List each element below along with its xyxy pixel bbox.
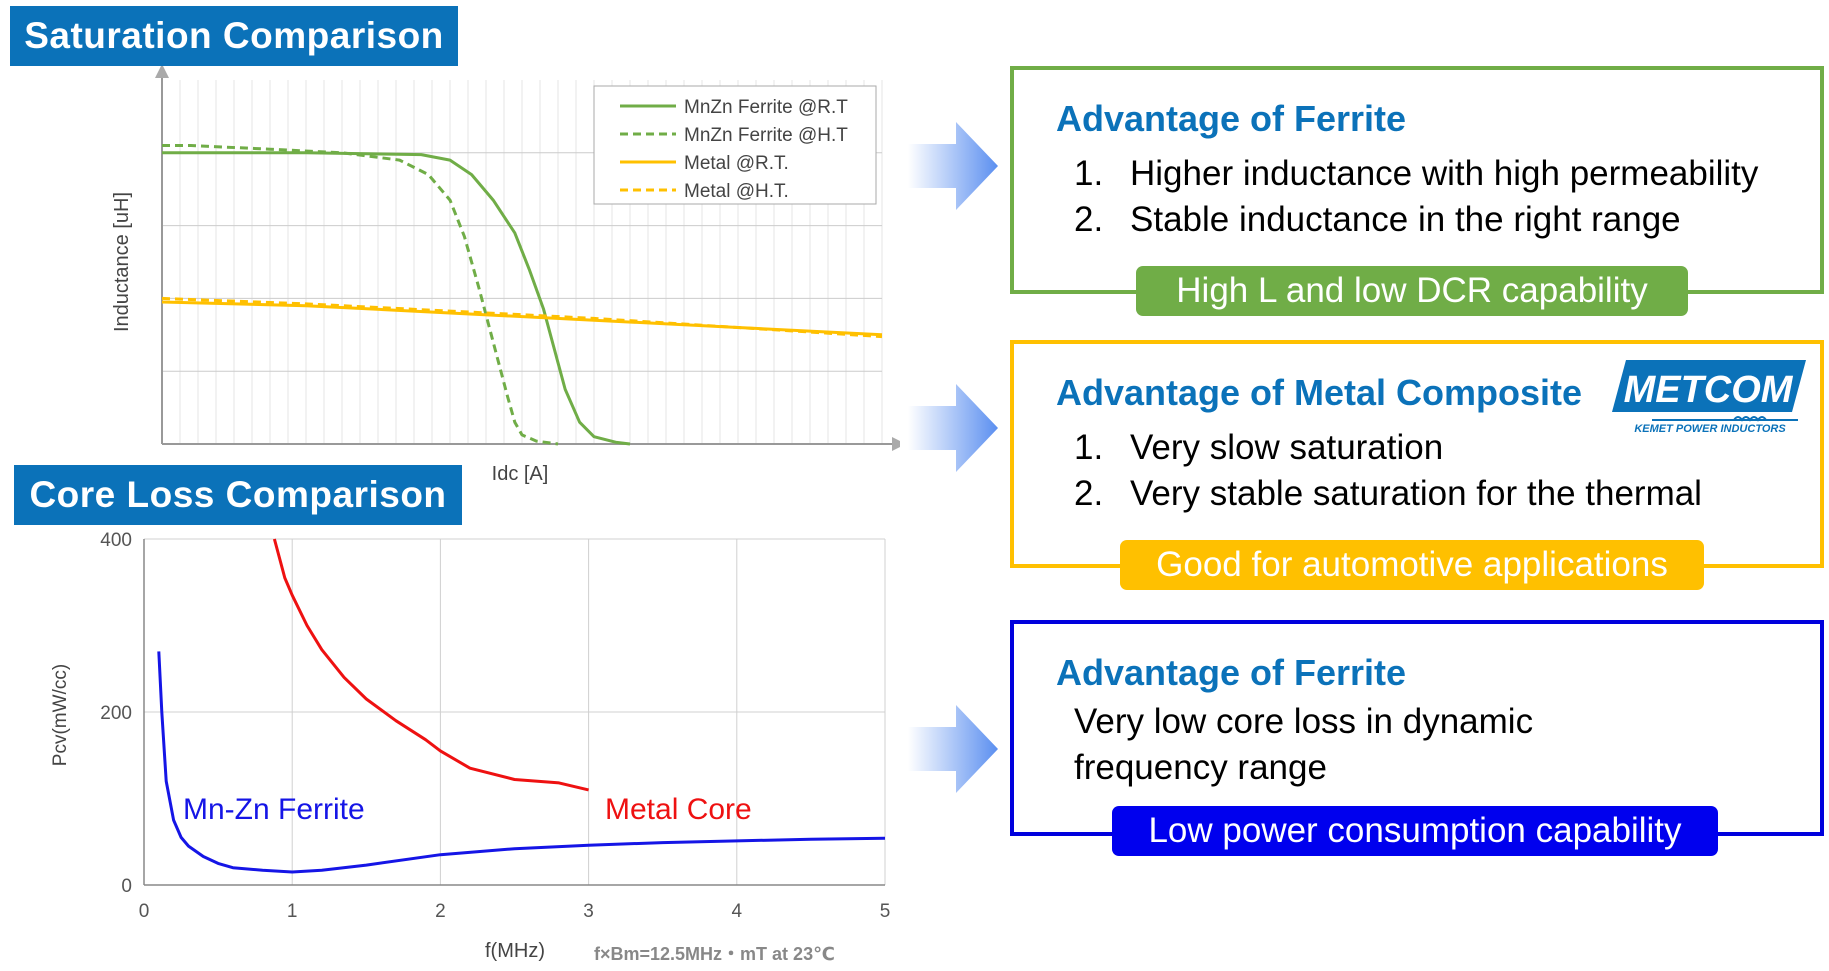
core-loss-ticks: 0 1 2 3 4 5 0 200 400 bbox=[100, 530, 890, 922]
core-loss-x-label: f(MHz) bbox=[485, 940, 545, 962]
core-loss-chart: 0 1 2 3 4 5 0 200 400 Mn-Zn Ferrite Metal Core f… bbox=[50, 530, 890, 964]
list-number: 2. bbox=[1074, 474, 1104, 513]
saturation-legend: MnZn Ferrite @R.T MnZn Ferrite @H.T Metal … bbox=[593, 85, 877, 205]
box-line: 2. Stable inductance in the right range bbox=[1074, 200, 1681, 240]
core-loss-note: f×Bm=12.5MHz・mT at 23℃ bbox=[594, 944, 835, 964]
core-loss-grid bbox=[143, 538, 886, 886]
core-loss-title: Core Loss Comparison bbox=[14, 465, 462, 525]
legend-label: MnZn Ferrite @H.T bbox=[684, 125, 848, 146]
logo-text: METCOM bbox=[1624, 369, 1794, 411]
ferrite-low-power-banner: Low power consumption capability bbox=[1112, 806, 1718, 856]
list-text: Very slow saturation bbox=[1130, 428, 1444, 467]
legend-label: Metal @R.T. bbox=[684, 153, 789, 174]
x-tick-label: 5 bbox=[880, 901, 891, 922]
box-line: 2. Very stable saturation for the thermal bbox=[1074, 474, 1702, 514]
ferrite-banner: High L and low DCR capability bbox=[1136, 266, 1688, 316]
saturation-axes bbox=[155, 66, 900, 451]
x-tick-label: 3 bbox=[583, 901, 594, 922]
box-line: frequency range bbox=[1074, 748, 1327, 787]
y-axis-arrow-icon bbox=[155, 66, 169, 78]
series-line bbox=[162, 151, 631, 446]
metcom-logo: METCOM KEMET POWER INDUCTORS bbox=[1612, 360, 1806, 432]
ferrite-core-loss-box: Advantage of Ferrite Very low core loss … bbox=[1010, 620, 1824, 836]
ferrite-advantage-box: Advantage of Ferrite 1. Higher inductance… bbox=[1010, 66, 1824, 294]
core-loss-y-label: Pcv(mW/cc) bbox=[50, 664, 71, 766]
metal-curve-label: Metal Core bbox=[605, 793, 752, 826]
box-line: Very low core loss in dynamic bbox=[1074, 702, 1534, 741]
legend-label: MnZn Ferrite @R.T bbox=[684, 97, 848, 118]
legend-label: Metal @H.T. bbox=[684, 181, 789, 202]
arrow-right-icon bbox=[908, 705, 998, 793]
saturation-y-label: Inductance [uH] bbox=[111, 192, 133, 332]
box-title: Advantage of Ferrite bbox=[1056, 652, 1407, 693]
series-line bbox=[161, 296, 883, 339]
box-title: Advantage of Metal Composite bbox=[1056, 372, 1583, 413]
list-number: 1. bbox=[1074, 428, 1104, 467]
box-title: Advantage of Ferrite bbox=[1056, 98, 1407, 139]
series-line bbox=[157, 651, 886, 874]
list-text: Higher inductance with high permeability bbox=[1130, 154, 1759, 193]
y-tick-label: 400 bbox=[100, 530, 132, 551]
core-loss-lines bbox=[157, 538, 886, 874]
series-line bbox=[162, 144, 559, 446]
list-text: Very stable saturation for the thermal bbox=[1130, 474, 1702, 513]
box-line: 1. Higher inductance with high permeabili… bbox=[1074, 154, 1758, 194]
y-tick-label: 200 bbox=[100, 703, 132, 724]
list-number: 2. bbox=[1074, 200, 1104, 239]
logo-subtext: KEMET POWER INDUCTORS bbox=[1634, 423, 1786, 432]
list-number: 1. bbox=[1074, 154, 1104, 193]
saturation-lines bbox=[161, 144, 883, 446]
x-tick-label: 4 bbox=[732, 901, 743, 922]
x-tick-label: 2 bbox=[435, 901, 446, 922]
series-line bbox=[272, 538, 589, 792]
saturation-title: Saturation Comparison bbox=[10, 6, 458, 66]
arrow-right-icon bbox=[908, 384, 998, 472]
saturation-chart: MnZn Ferrite @R.T MnZn Ferrite @H.T Metal … bbox=[111, 66, 900, 485]
metal-banner: Good for automotive applications bbox=[1120, 540, 1704, 590]
y-tick-label: 0 bbox=[121, 876, 132, 897]
x-tick-label: 0 bbox=[139, 901, 150, 922]
saturation-x-label: Idc [A] bbox=[492, 463, 549, 485]
x-axis-arrow-icon bbox=[892, 437, 900, 451]
ferrite-curve-label: Mn-Zn Ferrite bbox=[183, 793, 365, 826]
list-text: Stable inductance in the right range bbox=[1130, 200, 1681, 239]
x-tick-label: 1 bbox=[287, 901, 298, 922]
box-line: 1. Very slow saturation bbox=[1074, 428, 1443, 468]
arrow-right-icon bbox=[908, 122, 998, 210]
